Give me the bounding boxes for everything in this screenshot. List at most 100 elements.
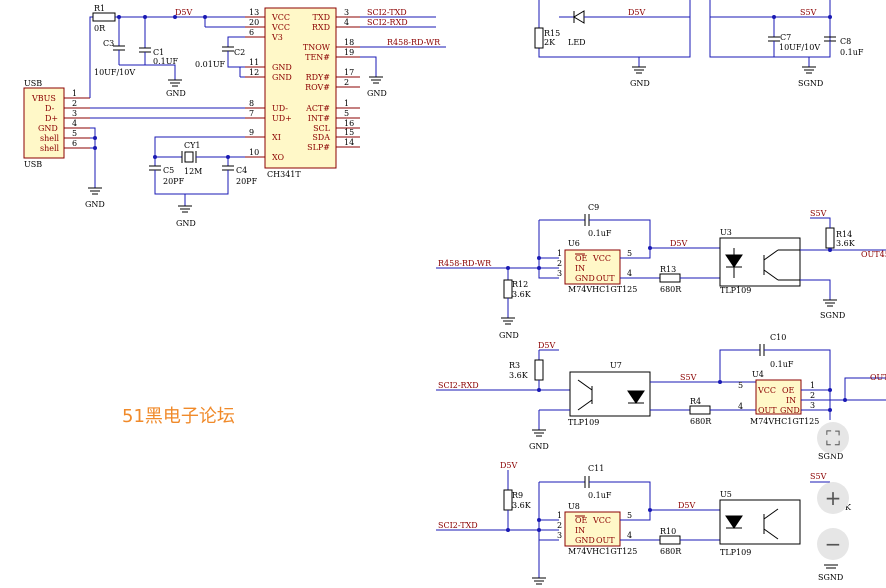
net-k-partial: K: [845, 503, 852, 512]
sgnd-label-top: SGND: [798, 79, 823, 88]
usb-num-3: 3: [72, 109, 77, 118]
ch341-pin-number: 9: [249, 128, 254, 137]
r1-ref: R1: [94, 4, 105, 13]
usb-value: USB: [24, 160, 42, 169]
c8-ref: C8: [840, 37, 851, 46]
c2-value: 0.01UF: [195, 60, 226, 69]
r12-ref: R12: [512, 280, 528, 289]
gnd-label-led: GND: [630, 79, 650, 88]
ch341-pin-number: 7: [249, 109, 254, 118]
c2-ref: C2: [234, 48, 245, 57]
ch341-pin-name: TXD: [313, 13, 330, 22]
c1-value: 0.1UF: [153, 57, 178, 66]
u6-ref: U6: [568, 239, 580, 248]
gnd-label-r12: GND: [499, 331, 519, 340]
ch341-pin-number: 8: [249, 99, 254, 108]
channel-1: R458-RD-WR R12 3.6K GND C9 0.1uF U6 M74V…: [436, 203, 886, 340]
u6-num-2: 2: [557, 259, 562, 268]
ch341-pin-name: SDA: [312, 133, 330, 142]
ch341-pin-number: 11: [249, 58, 259, 67]
ch341-right-nets: SCI2-TXD SCI2-RXD R458-RD-WR GND: [360, 8, 446, 98]
ch341-pin-name: XI: [272, 133, 281, 142]
ch341-pin-name: INT#: [308, 114, 330, 123]
u8-num-1: 1: [557, 511, 562, 520]
ch341-pin-number: 3: [344, 8, 349, 17]
net-r458-top: R458-RD-WR: [387, 38, 441, 47]
ch341-pin-number: 16: [344, 119, 354, 128]
fit-view-button[interactable]: ⛶: [817, 422, 849, 454]
r10-ref: R10: [660, 527, 676, 536]
c3-c1-decoupling: C3 10UF/10V C1 0.1UF GND: [94, 17, 186, 98]
net-out45: OUT45: [861, 250, 886, 259]
ch341-pin-name: SCL: [313, 124, 331, 133]
d5v-label-ch1: D5V: [670, 239, 688, 248]
d5v-label-led: D5V: [628, 8, 646, 17]
u6-pin-oe: OE: [575, 254, 588, 263]
ch341-pin-name: VCC: [271, 23, 290, 32]
s5v-label-top: S5V: [800, 8, 817, 17]
ch341-pin-name: TNOW: [303, 43, 331, 52]
c9-value: 0.1uF: [588, 229, 612, 238]
usb-pin-shell2: shell: [40, 144, 60, 153]
ch341-pin-name: XO: [272, 153, 285, 162]
ch341t-chip: CH341T 13VCC20VCC6V311GND12GND8UD-7UD+9X…: [245, 7, 360, 179]
ch341-pin-name: SLP#: [307, 143, 330, 152]
cy1-ref: CY1: [184, 141, 201, 150]
u6-num-5: 5: [627, 249, 632, 258]
usb-pin-gnd: GND: [38, 124, 58, 133]
u8-ref: U8: [568, 502, 580, 511]
u4-num-4: 4: [738, 402, 743, 411]
ch341-pin-name: V3: [271, 33, 283, 42]
u6-num-3: 3: [557, 269, 562, 278]
ch341-pin-name: UD-: [272, 104, 288, 113]
c4-ref: C4: [236, 166, 247, 175]
r3-value: 3.6K: [509, 371, 529, 380]
r3-ref: R3: [509, 361, 520, 370]
u8-num-3: 3: [557, 531, 562, 540]
ch341-pin-number: 12: [249, 68, 259, 77]
u6-pin-out: OUT: [596, 274, 615, 283]
net-sci2-txd-top: SCI2-TXD: [367, 8, 407, 17]
channel-3: D5V R9 3.6K SCI2-TXD C11 0.1uF U8 M74VHC…: [436, 461, 852, 585]
usb-num-6: 6: [72, 139, 77, 148]
usb-ref: USB: [24, 79, 42, 88]
ch341-pin-number: 19: [344, 48, 354, 57]
gnd-label-ten: GND: [367, 89, 387, 98]
u4-pin-in: IN: [786, 396, 796, 405]
ch341-pin-name: RXD: [312, 23, 330, 32]
r9-ref: R9: [512, 491, 523, 500]
u6-num-4: 4: [627, 269, 632, 278]
c1-ref: C1: [153, 48, 164, 57]
d5v-label-ch2: D5V: [538, 341, 556, 350]
u4-pin-oe: OE: [782, 386, 795, 395]
sgnd-label-ch3: SGND: [818, 573, 843, 582]
u6-pin-vcc: VCC: [592, 254, 611, 263]
r15-value: 2K: [544, 38, 556, 47]
ch341-pin-name: ACT#: [305, 104, 330, 113]
u7-part: TLP109: [568, 418, 599, 427]
u3-ref: U3: [720, 228, 732, 237]
usb-connector: USB USB VBUS D- D+ GND shell shell 1 2 3…: [23, 79, 90, 169]
usb-pin-dminus: D-: [45, 104, 55, 113]
led-ref: LED: [568, 38, 586, 47]
r10-value: 680R: [660, 547, 682, 556]
s5v-label-ch2: S5V: [680, 373, 697, 382]
zoom-out-button[interactable]: −: [817, 528, 849, 560]
u4-pin-gnd: GND: [780, 406, 800, 415]
c8-value: 0.1uF: [840, 48, 864, 57]
c7-ref: C7: [780, 33, 791, 42]
c11-ref: C11: [588, 464, 604, 473]
d5v-label-ch3: D5V: [500, 461, 518, 470]
d5v-label-ch3b: D5V: [678, 501, 696, 510]
ch341-pin-number: 20: [249, 18, 259, 27]
usb-gnd: GND: [85, 127, 105, 209]
c5-ref: C5: [163, 166, 174, 175]
u3-part: TLP109: [720, 286, 751, 295]
r9-value: 3.6K: [512, 501, 532, 510]
zoom-in-button[interactable]: +: [817, 482, 849, 514]
u4-num-1: 1: [810, 381, 815, 390]
watermark: 51黑电子论坛: [122, 406, 235, 427]
net-sci2-rxd-top: SCI2-RXD: [367, 18, 408, 27]
r14-ref: R14: [836, 230, 852, 239]
